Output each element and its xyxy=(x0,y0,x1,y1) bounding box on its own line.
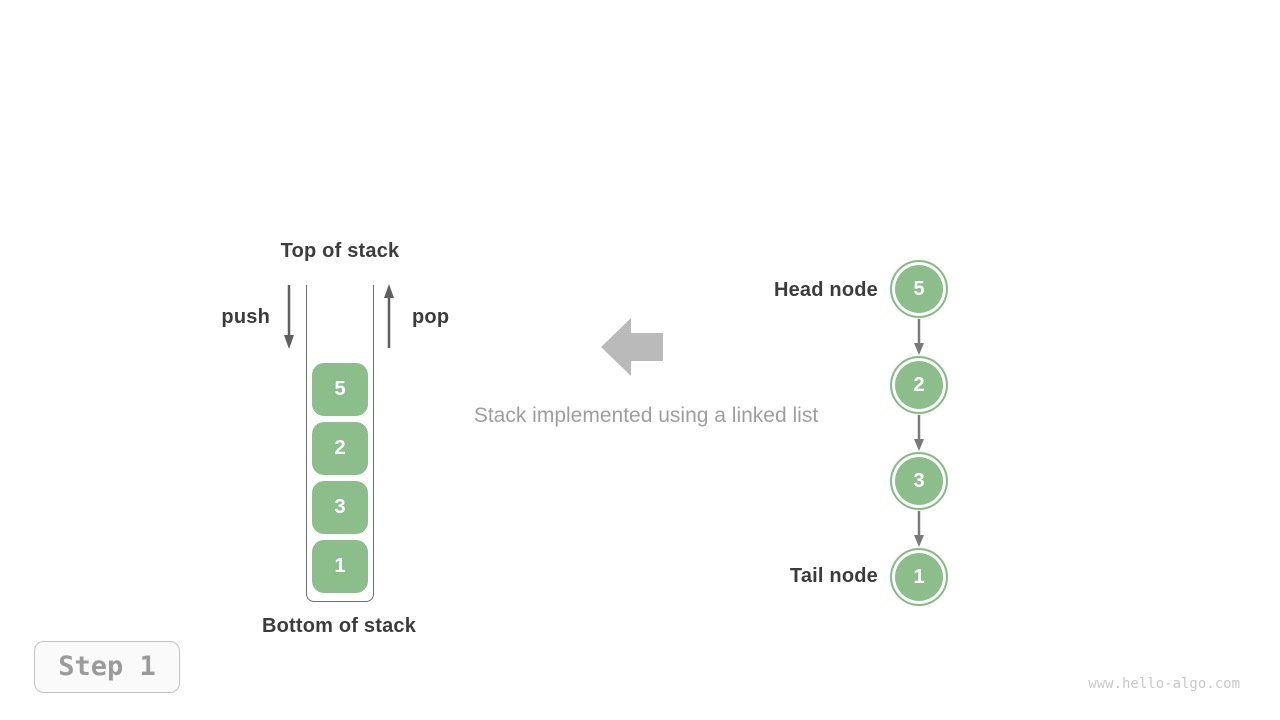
list-node: 1 xyxy=(890,548,948,606)
stack-item: 1 xyxy=(312,540,368,593)
top-of-stack-label: Top of stack xyxy=(280,240,400,262)
pop-label: pop xyxy=(412,306,450,328)
list-node: 5 xyxy=(890,260,948,318)
push-label: push xyxy=(221,306,270,328)
link-arrow-icon xyxy=(914,319,924,355)
list-node: 3 xyxy=(890,452,948,510)
stack-item: 3 xyxy=(312,481,368,534)
link-arrow-icon xyxy=(914,415,924,451)
watermark-text: www.hello-algo.com xyxy=(1088,676,1240,692)
tail-node-label: Tail node xyxy=(789,565,878,587)
step-badge: Step 1 xyxy=(34,641,180,693)
caption-text: Stack implemented using a linked list xyxy=(473,404,819,427)
stack-item: 2 xyxy=(312,422,368,475)
pop-arrow-icon xyxy=(384,284,394,348)
head-node-label: Head node xyxy=(773,279,878,301)
link-arrow-icon xyxy=(914,511,924,547)
left-block-arrow-icon xyxy=(601,318,663,376)
push-arrow-icon xyxy=(284,285,294,349)
list-node: 2 xyxy=(890,356,948,414)
stack-item: 5 xyxy=(312,363,368,416)
bottom-of-stack-label: Bottom of stack xyxy=(261,615,417,637)
